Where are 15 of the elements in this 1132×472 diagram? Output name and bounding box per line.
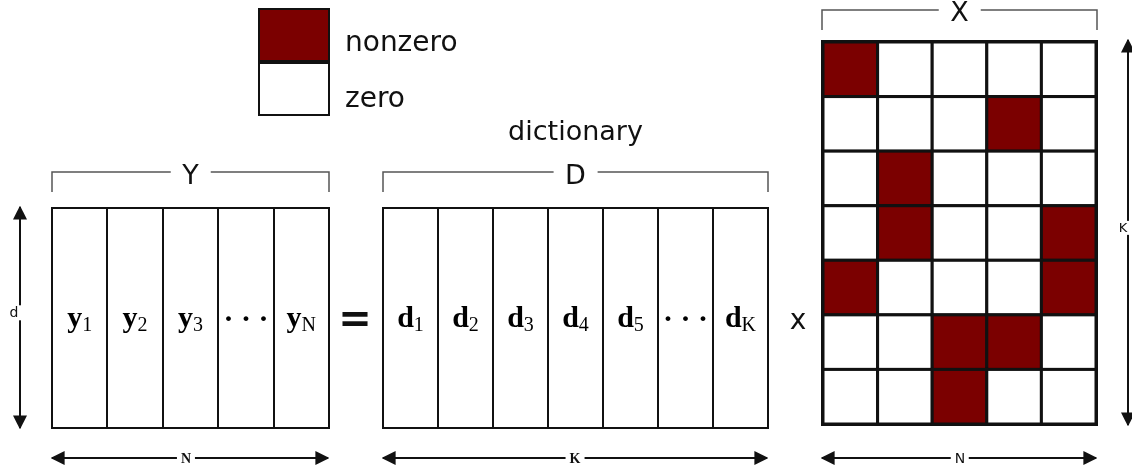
matrix-caption: dictionary — [508, 115, 643, 147]
column-vector-label: d$_{3}$ — [507, 300, 534, 336]
column-vector-label: y$_{1}$ — [67, 300, 93, 336]
column-vector-label: d$_{4}$ — [562, 300, 589, 336]
column-vector-label: · · · — [223, 301, 269, 335]
column-vector-label: y$_{2}$ — [122, 300, 148, 336]
column-vector-label: d$_{5}$ — [617, 300, 644, 336]
column-vector-label: · · · — [663, 301, 708, 335]
column-vector-label: d$_{1}$ — [397, 300, 424, 336]
legend-label: zero — [345, 82, 405, 114]
column-vector-label: y$_{3}$ — [178, 300, 203, 336]
legend-label: nonzero — [345, 26, 458, 58]
column-vector-label: d$_{2}$ — [452, 300, 479, 336]
column-vector-label: d$_{K}$ — [724, 300, 757, 336]
column-vector-label: y$_{N}$ — [286, 300, 317, 336]
